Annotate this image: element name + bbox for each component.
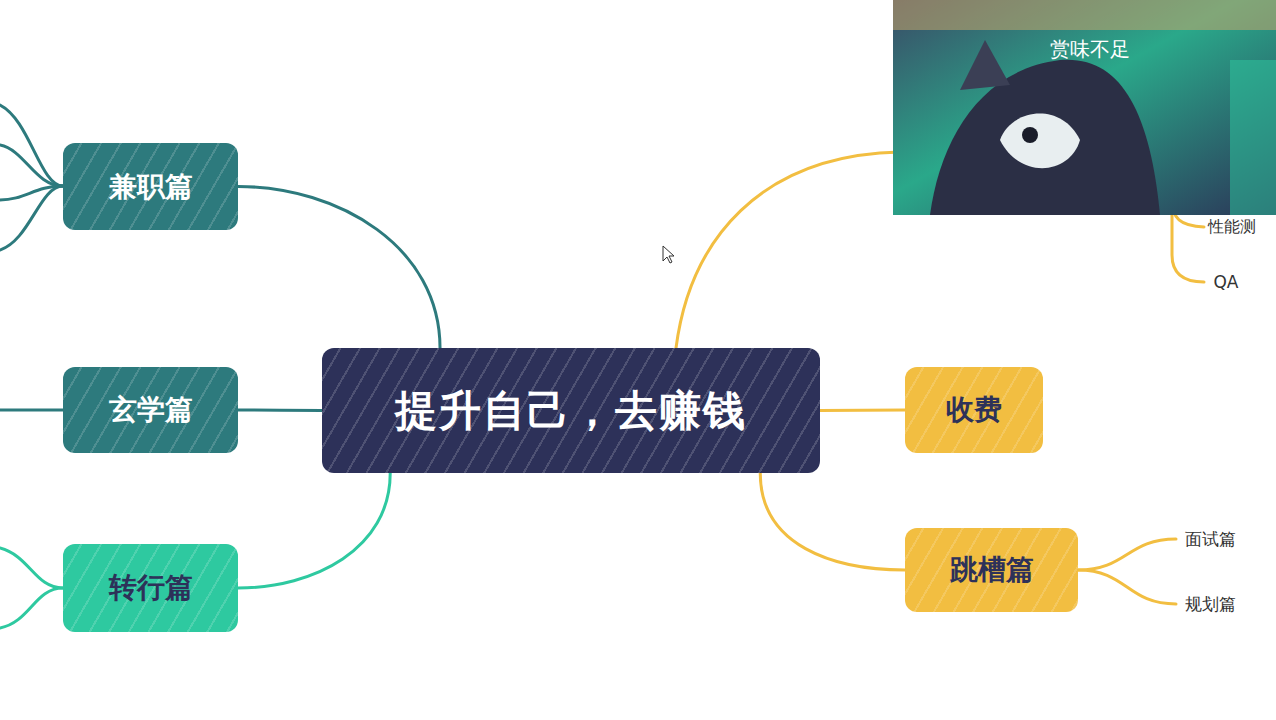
subtopic-text: QA [1206, 270, 1246, 294]
topic-box: 跳槽篇 [905, 528, 1078, 612]
topic-box: 兼职篇 [63, 143, 238, 230]
topic-box: 提升自己，去赚钱 [322, 348, 820, 473]
branch-line [1078, 570, 1176, 604]
node-text: 兼职篇 [109, 168, 193, 206]
branch-line [820, 409, 905, 413]
topic-box: 玄学篇 [63, 367, 238, 453]
branch-stub [0, 186, 63, 250]
subtopic-text: 规划篇 [1176, 591, 1244, 617]
node-text: 提升自己，去赚钱 [395, 383, 747, 439]
branch-line [1078, 539, 1176, 570]
subtopic-text: 性能测 [1206, 216, 1258, 239]
branch-stub [0, 105, 63, 186]
node-text: 玄学篇 [109, 391, 193, 429]
node-text: 跳槽篇 [950, 551, 1034, 589]
branch-line [238, 473, 390, 588]
node-text: 性能测 [1208, 217, 1256, 238]
animal-face [1000, 114, 1080, 169]
node-text: QA [1213, 272, 1238, 292]
branch-line [238, 409, 322, 413]
animal-eye [1022, 127, 1038, 143]
overlay-frame [893, 0, 1276, 215]
topic-box: 收费 [905, 367, 1043, 453]
node-text: 转行篇 [109, 569, 193, 607]
node-text: 面试篇 [1185, 528, 1236, 551]
branch-line [760, 473, 905, 570]
branch-stub [0, 548, 63, 588]
branch-line [238, 187, 440, 349]
branch-stub [0, 588, 63, 628]
mouse-cursor [663, 246, 674, 263]
subtopic-text: 面试篇 [1176, 526, 1244, 552]
branch-stub [0, 145, 63, 186]
node-text: 规划篇 [1185, 593, 1236, 616]
node-text: 收费 [946, 391, 1002, 429]
branch-stub [676, 152, 900, 348]
animal-ear [960, 40, 1010, 90]
branch-stub [0, 409, 63, 412]
topic-box: 转行篇 [63, 544, 238, 632]
overlay-foliage [1230, 60, 1276, 215]
overlay-sky [893, 0, 1276, 30]
watermark: 赏味不足 [1050, 36, 1130, 63]
